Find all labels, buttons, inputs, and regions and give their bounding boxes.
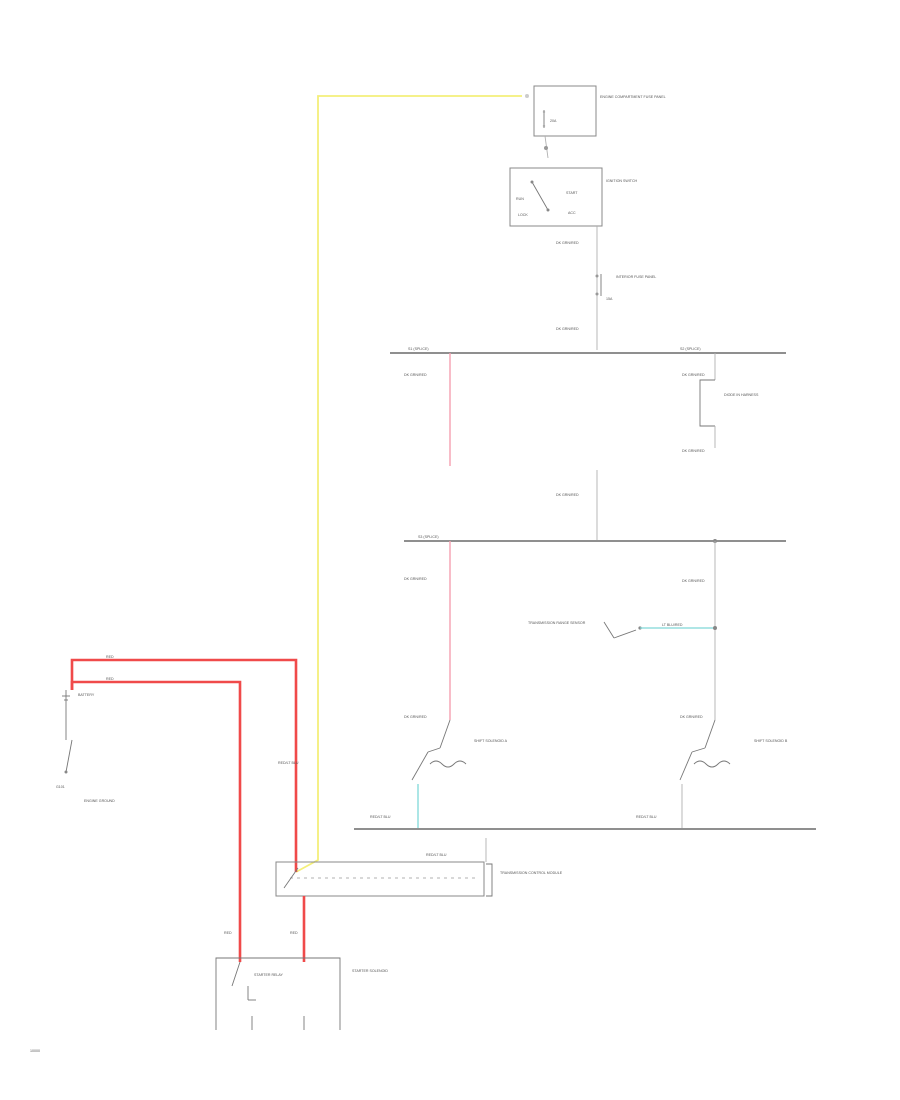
bus-left-1: S1 (SPLICE) xyxy=(408,347,429,351)
wire-ign-1: DK GRN/RED xyxy=(556,241,579,245)
ign-run: RUN xyxy=(516,197,524,201)
battery-label: BATTERY xyxy=(78,693,95,697)
wire-bus1-left: DK GRN/RED xyxy=(404,373,427,377)
control-module: TRANSMISSION CONTROL MODULE RED/LT BLU xyxy=(275,838,563,897)
wire-ground-left: RED/LT BLU xyxy=(370,815,391,819)
wire-red-d: RED xyxy=(290,931,298,935)
fuse-panel-top-label: ENGINE COMPARTMENT FUSE PANEL xyxy=(600,95,666,99)
wire-red-a: RED xyxy=(106,655,114,659)
wire-red-vertical: RED/LT BLU xyxy=(278,761,299,765)
interior-fuse-label: INTERIOR FUSE PANEL xyxy=(616,275,656,279)
wire-ground-right: RED/LT BLU xyxy=(636,815,657,819)
shift-solenoid-a: DK GRN/RED SHIFT SOLENOID A xyxy=(404,715,508,828)
starter-relay: STARTER RELAY STARTER SOLENOID xyxy=(215,957,388,1030)
page-code: 10000 xyxy=(30,1049,40,1053)
wire-sol-left: DK GRN/RED xyxy=(404,715,427,719)
bus-right-1: S2 (SPLICE) xyxy=(680,347,701,351)
sol-right-desc: SHIFT SOLENOID B xyxy=(754,739,788,743)
sol-left-desc: SHIFT SOLENOID A xyxy=(474,739,508,743)
ign-start: START xyxy=(566,191,578,195)
connector-top-wire: RED/LT BLU xyxy=(426,853,447,857)
fuse-mid-rating: 15A xyxy=(606,297,613,301)
engine-fuse-panel: ENGINE COMPARTMENT FUSE PANEL 20A xyxy=(525,85,666,159)
wire-red-b: RED xyxy=(106,677,114,681)
starter-relay-label: STARTER RELAY xyxy=(254,973,284,977)
ignition-switch-label: IGNITION SWITCH xyxy=(606,179,638,183)
shift-solenoid-b: DK GRN/RED SHIFT SOLENOID B xyxy=(679,715,788,828)
module-desc: TRANSMISSION CONTROL MODULE xyxy=(500,871,563,875)
wire-bus2-right: DK GRN/RED xyxy=(682,579,705,583)
brake-switch-desc: TRANSMISSION RANGE SENSOR xyxy=(528,621,586,625)
ign-acc: ACC xyxy=(568,211,576,215)
wire-sol-right: DK GRN/RED xyxy=(680,715,703,719)
wire-red-c: RED xyxy=(224,931,232,935)
red-wire-inner xyxy=(70,680,242,962)
wire-ign-2: DK GRN/RED xyxy=(556,327,579,331)
battery: BATTERY G101 ENGINE GROUND xyxy=(56,690,115,803)
interior-fuse: INTERIOR FUSE PANEL 15A xyxy=(595,274,656,301)
range-sensor: TRANSMISSION RANGE SENSOR LT BLU/RED xyxy=(528,621,717,639)
wire-bus1-right: DK GRN/RED xyxy=(682,373,705,377)
diode-desc: DIODE IN HARNESS xyxy=(724,393,759,397)
starter-relay-desc: STARTER SOLENOID xyxy=(352,969,388,973)
wire-mid: DK GRN/RED xyxy=(556,493,579,497)
battery-ground: G101 xyxy=(56,785,65,789)
fuse-top-rating: 20A xyxy=(550,119,557,123)
ignition-switch: IGNITION SWITCH RUN START LOCK ACC xyxy=(509,167,638,227)
ign-lock: LOCK xyxy=(518,213,528,217)
yellow-feed-wire xyxy=(295,95,522,873)
wire-bus2-left: DK GRN/RED xyxy=(404,577,427,581)
wire-mid-top: DK GRN/RED xyxy=(682,449,705,453)
red-wire-outer xyxy=(70,658,298,872)
wire-cyan-h: LT BLU/RED xyxy=(662,623,683,627)
battery-ground-desc: ENGINE GROUND xyxy=(84,799,115,803)
bus-left-2: S3 (SPLICE) xyxy=(418,535,439,539)
diode-block: DK GRN/RED DIODE IN HARNESS DK GRN/RED xyxy=(682,353,759,453)
